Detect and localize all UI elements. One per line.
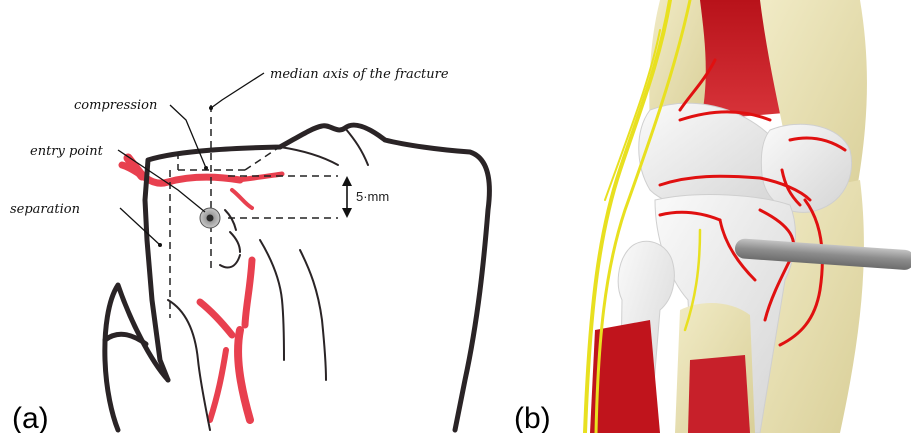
panel-b-label-visible: (b)	[514, 402, 551, 433]
entry-point-label: entry point	[30, 144, 104, 159]
panel-a-label: (a)	[12, 402, 49, 433]
separation-label: separation	[10, 202, 80, 217]
compression-diagonal	[245, 148, 278, 170]
panel-a-drawing: median axis of the fracture compression …	[10, 67, 489, 433]
panel-b-illustration: (b) (b)	[514, 0, 911, 433]
distance-label: 5·mm	[356, 189, 389, 204]
distance-arrow	[342, 176, 352, 218]
dashed-guides	[170, 105, 338, 318]
tibia-outline	[105, 125, 490, 430]
median-axis-label: median axis of the fracture	[270, 67, 449, 82]
tibia-inner-lines	[168, 128, 368, 430]
compression-label: compression	[74, 98, 157, 113]
lower-muscle-center-red	[688, 355, 750, 433]
